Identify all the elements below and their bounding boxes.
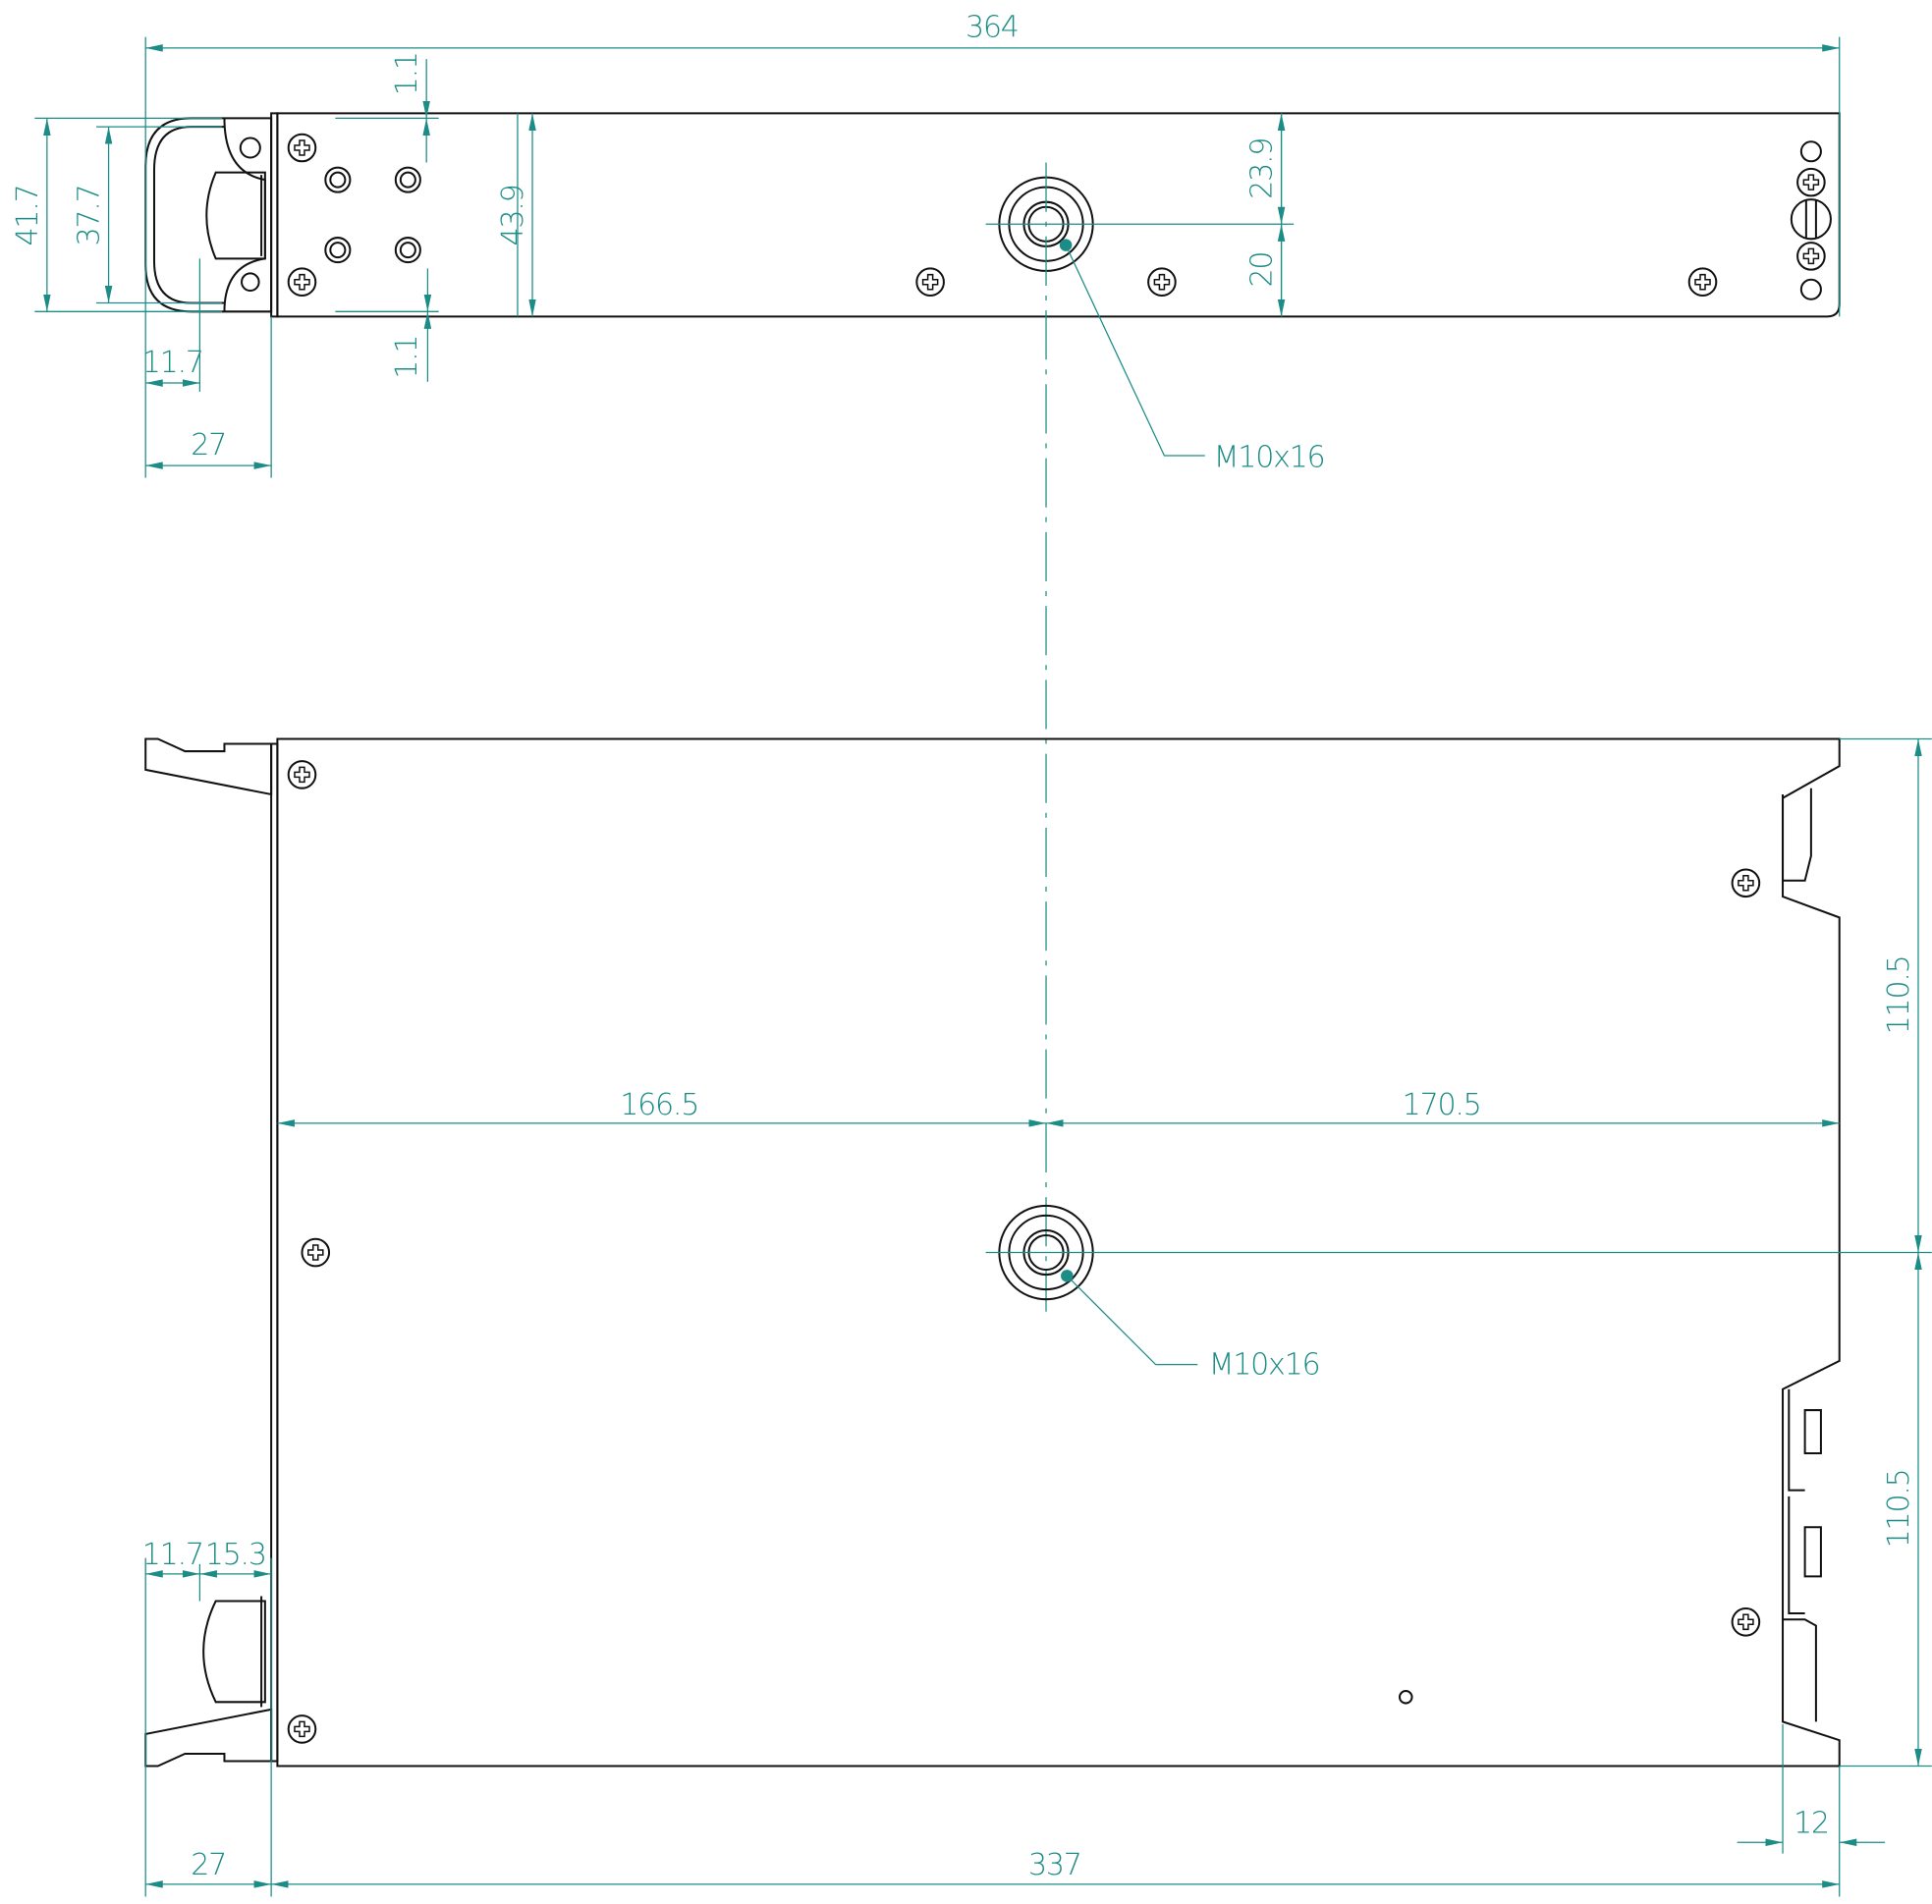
dim-front-height: 43.9 (496, 185, 530, 245)
dim-handle-outer-height: 41.7 (11, 185, 45, 245)
handle-upper (144, 737, 273, 796)
handle-lower (144, 1708, 273, 1768)
dim-side-handle-grip-depth: 11.7 (142, 1538, 203, 1572)
thread-callout-side: M10x16 (1209, 1348, 1320, 1383)
dim-hole-to-top: 23.9 (1245, 138, 1280, 199)
led-holes (324, 166, 421, 264)
dim-body-length: 337 (1028, 1848, 1081, 1882)
dim-handle-depth: 27 (191, 428, 226, 462)
dimensions: 364 41.7 37.7 43.9 1.1 1.1 11.7 27 23.9 … (11, 11, 1932, 1897)
dim-bottom-offset: 1.1 (390, 336, 424, 379)
dim-handle-grip-depth: 11.7 (142, 346, 203, 380)
top-view (144, 112, 1841, 318)
thread-callout-top: M10x16 (1214, 440, 1325, 474)
dim-upper-half-width: 110.5 (1882, 955, 1916, 1034)
dim-side-handle-depth: 27 (191, 1848, 226, 1882)
dim-handle-inner-height: 37.7 (73, 185, 107, 245)
dim-front-to-hole: 166.5 (620, 1088, 698, 1122)
dim-hole-to-bottom: 20 (1245, 252, 1280, 288)
dim-hole-to-rear: 170.5 (1403, 1088, 1481, 1122)
dim-overall-length: 364 (966, 11, 1019, 45)
dim-top-offset: 1.1 (390, 52, 424, 95)
handle-knob (202, 1596, 266, 1708)
dim-lower-half-width: 110.5 (1882, 1469, 1916, 1548)
dim-handle-knob-depth: 15.3 (205, 1538, 266, 1572)
side-view (144, 737, 1932, 1768)
handle (144, 117, 273, 313)
dim-rear-step: 12 (1794, 1806, 1829, 1840)
